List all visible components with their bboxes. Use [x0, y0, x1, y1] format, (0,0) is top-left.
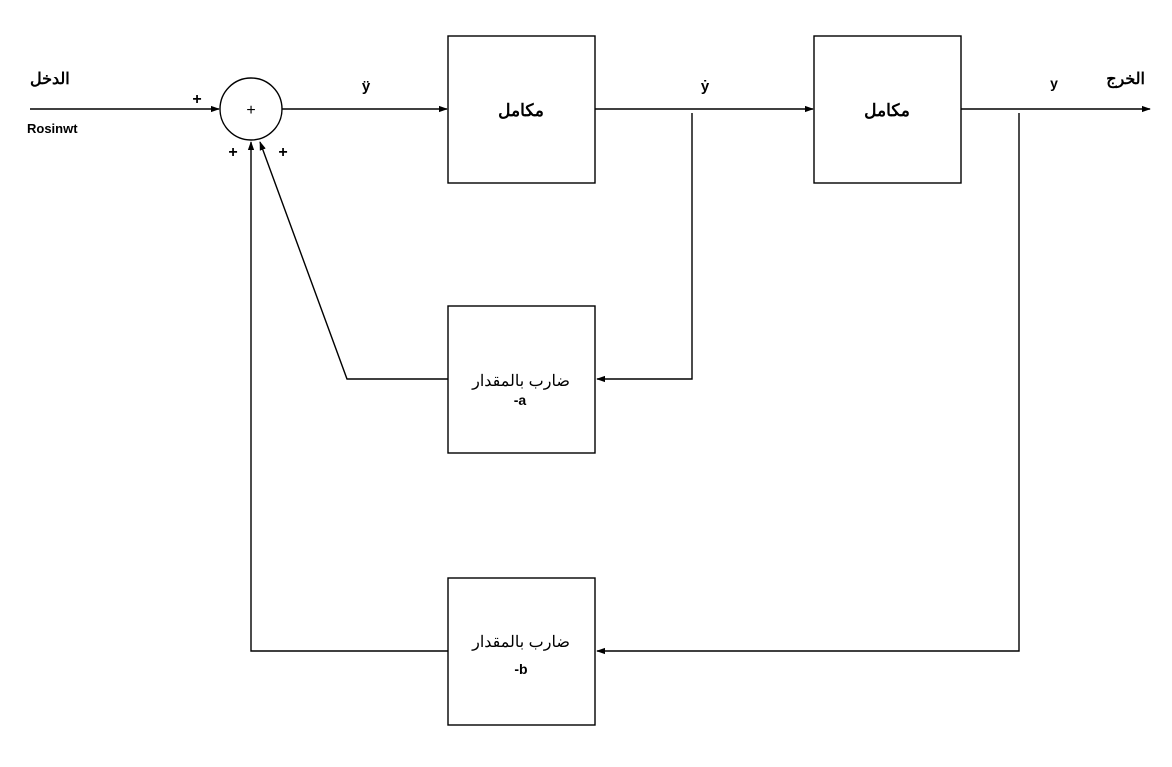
output-signal-label: y — [1050, 75, 1058, 91]
gain-a-feedback-line — [259, 141, 448, 380]
accel-signal-label: ÿ — [362, 78, 371, 95]
velocity-signal-label: ẏ — [701, 78, 710, 95]
gain-b-value: -b — [514, 661, 527, 677]
sign-feedback-a: + — [278, 144, 287, 161]
output-feedback-line — [596, 113, 1020, 655]
gain-a-label: ضارب بالمقدار — [471, 373, 570, 390]
gain-b-feedback-line — [247, 141, 448, 652]
velocity-feedback-line — [596, 113, 693, 383]
summing-symbol: + — [246, 102, 255, 119]
integrator-1-label: مكامل — [498, 101, 544, 120]
gain-b-block — [447, 577, 596, 726]
sign-input: + — [192, 91, 201, 108]
integrator-2-label: مكامل — [864, 101, 910, 120]
gain-a-value: -a — [514, 392, 527, 408]
gain-b-label: ضارب بالمقدار — [471, 634, 570, 651]
integrator-2-block — [813, 35, 962, 184]
sign-feedback-b: + — [228, 144, 237, 161]
input-signal-label: Rosinwt — [27, 121, 78, 136]
integrator-1-block — [447, 35, 596, 184]
gain-a-block — [447, 305, 596, 454]
input-label: الدخل — [30, 71, 70, 88]
output-label: الخرج — [1106, 71, 1145, 89]
